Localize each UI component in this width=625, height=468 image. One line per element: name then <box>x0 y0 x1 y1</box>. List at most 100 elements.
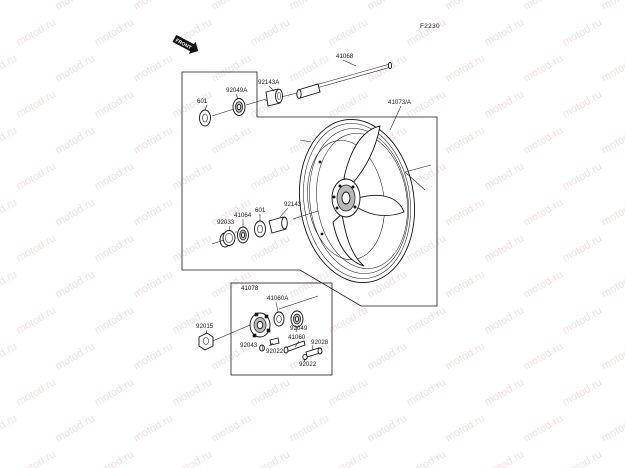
watermark-text: motod.ru <box>600 196 625 228</box>
label-bearing-lower: 92049 <box>290 325 308 332</box>
label-axle: 41068 <box>336 53 354 60</box>
watermark-text: motod.ru <box>444 412 488 444</box>
watermark-text: motod.ru <box>93 304 137 336</box>
label-spacer-upper: 92143A <box>258 79 280 86</box>
label-hub-assembly: 41078 <box>241 285 259 292</box>
watermark-text: motod.ru <box>0 340 19 372</box>
watermark-text: motod.ru <box>327 376 371 408</box>
watermark-text: motod.ru <box>171 232 215 264</box>
watermark-text: motod.ru <box>600 340 625 372</box>
watermark-text: motod.ru <box>0 196 19 228</box>
watermark-text: motod.ru <box>210 412 254 444</box>
watermark-text: motod.ru <box>327 448 371 468</box>
watermark-text: motod.ru <box>15 304 59 336</box>
watermark-text: motod.ru <box>522 124 566 156</box>
watermark-text: motod.ru <box>366 340 410 372</box>
watermark-text: motod.ru <box>93 376 137 408</box>
watermark-text: motod.ru <box>0 0 19 13</box>
watermark-text: motod.ru <box>132 196 176 228</box>
watermark-text: motod.ru <box>93 16 137 48</box>
watermark-text: motod.ru <box>522 340 566 372</box>
watermark-text: motod.ru <box>405 376 449 408</box>
watermark-text: motod.ru <box>444 0 488 13</box>
watermark-text: motod.ru <box>15 232 59 264</box>
watermark-text: motod.ru <box>15 88 59 120</box>
hub-assembly-parts <box>198 295 323 361</box>
middle-bearing-set <box>211 210 319 248</box>
watermark-text: motod.ru <box>522 196 566 228</box>
watermark-text: motod.ru <box>483 304 527 336</box>
watermark-text: motod.ru <box>444 124 488 156</box>
watermark-text: motod.ru <box>600 124 625 156</box>
watermark-text: motod.ru <box>483 16 527 48</box>
watermark-text: motod.ru <box>210 52 254 84</box>
watermark-text: motod.ru <box>93 88 137 120</box>
watermark-text: motod.ru <box>249 232 293 264</box>
label-bearing-upper: 92049A <box>226 87 248 94</box>
watermark-text: motod.ru <box>15 376 59 408</box>
watermark-text: motod.ru <box>132 412 176 444</box>
label-bolt: 92028 <box>311 339 329 346</box>
watermark-text: motod.ru <box>405 448 449 468</box>
watermark-text: motod.ru <box>366 52 410 84</box>
figure-code: F2230 <box>420 23 440 30</box>
label-nut: 92015 <box>196 323 214 330</box>
label-pin: 92043 <box>240 342 258 349</box>
watermark-text: motod.ru <box>210 0 254 13</box>
watermark-text: motod.ru <box>405 16 449 48</box>
watermark-text: motod.ru <box>132 52 176 84</box>
watermark-text: motod.ru <box>171 448 215 468</box>
watermark-text: motod.ru <box>249 16 293 48</box>
watermark-text: motod.ru <box>54 124 98 156</box>
watermark-text: motod.ru <box>561 304 605 336</box>
watermark-text: motod.ru <box>15 448 59 468</box>
hub-group-outline <box>230 282 333 376</box>
watermark-text: motod.ru <box>600 0 625 13</box>
upper-bearing-set <box>199 88 283 127</box>
watermark-text: motod.ru <box>249 160 293 192</box>
watermark-text: motod.ru <box>249 448 293 468</box>
watermark-text: motod.ru <box>0 412 19 444</box>
watermark-text: motod.ru <box>327 88 371 120</box>
watermark-text: motod.ru <box>483 88 527 120</box>
watermark-text: motod.ru <box>15 16 59 48</box>
watermark-text: motod.ru <box>0 52 19 84</box>
leader-lines <box>204 59 402 363</box>
label-washer-b: 92022 <box>299 361 317 368</box>
watermark-text: motod.ru <box>15 160 59 192</box>
label-collar: 92143 <box>284 201 302 208</box>
watermark-text: motod.ru <box>54 0 98 13</box>
watermark-text: motod.ru <box>483 232 527 264</box>
watermark-text: motod.ru <box>171 304 215 336</box>
watermark-text: motod.ru <box>132 124 176 156</box>
watermark-text: motod.ru <box>0 124 19 156</box>
front-arrow-icon <box>172 34 199 54</box>
watermark-text: motod.ru <box>171 376 215 408</box>
watermark-text: motod.ru <box>288 412 332 444</box>
label-hub-bolt: 41060 <box>288 334 306 341</box>
watermark-text: motod.ru <box>600 268 625 300</box>
watermark-text: motod.ru <box>54 340 98 372</box>
watermark-text: motod.ru <box>366 412 410 444</box>
watermark-text: motod.ru <box>522 412 566 444</box>
watermark-text: motod.ru <box>444 268 488 300</box>
watermark-text: motod.ru <box>54 268 98 300</box>
watermark-text: motod.ru <box>249 376 293 408</box>
watermark-text: motod.ru <box>54 196 98 228</box>
watermark-text: motod.ru <box>444 340 488 372</box>
watermark-text: motod.ru <box>405 304 449 336</box>
watermark-text: motod.ru <box>132 268 176 300</box>
label-wheel: 41073/A <box>388 99 412 106</box>
watermark-text: motod.ru <box>54 412 98 444</box>
watermark-text: motod.ru <box>522 52 566 84</box>
watermark-text: motod.ru <box>132 0 176 13</box>
watermark-text: motod.ru <box>366 0 410 13</box>
watermark-text: motod.ru <box>561 88 605 120</box>
axle <box>264 62 393 102</box>
watermark-text: motod.ru <box>483 376 527 408</box>
watermark-text: motod.ru <box>522 268 566 300</box>
watermark-text: motod.ru <box>171 160 215 192</box>
watermark-text: motod.ru <box>561 448 605 468</box>
wheel <box>298 118 432 284</box>
